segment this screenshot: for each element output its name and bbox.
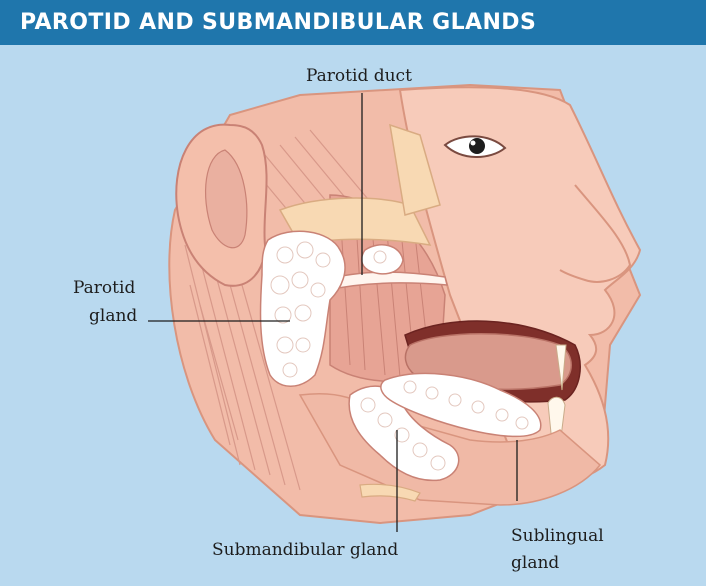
- label-sublingual-gland-line1: Sublingual: [511, 524, 604, 548]
- title-bar: PAROTID AND SUBMANDIBULAR GLANDS: [0, 0, 706, 45]
- label-parotid-gland-line2: gland: [89, 304, 137, 328]
- label-parotid-duct: Parotid duct: [306, 64, 412, 88]
- label-parotid-gland-line1: Parotid: [73, 276, 135, 300]
- diagram-title: PAROTID AND SUBMANDIBULAR GLANDS: [0, 10, 536, 35]
- label-sublingual-gland-line2: gland: [511, 551, 559, 575]
- label-submandibular-gland: Submandibular gland: [212, 538, 398, 562]
